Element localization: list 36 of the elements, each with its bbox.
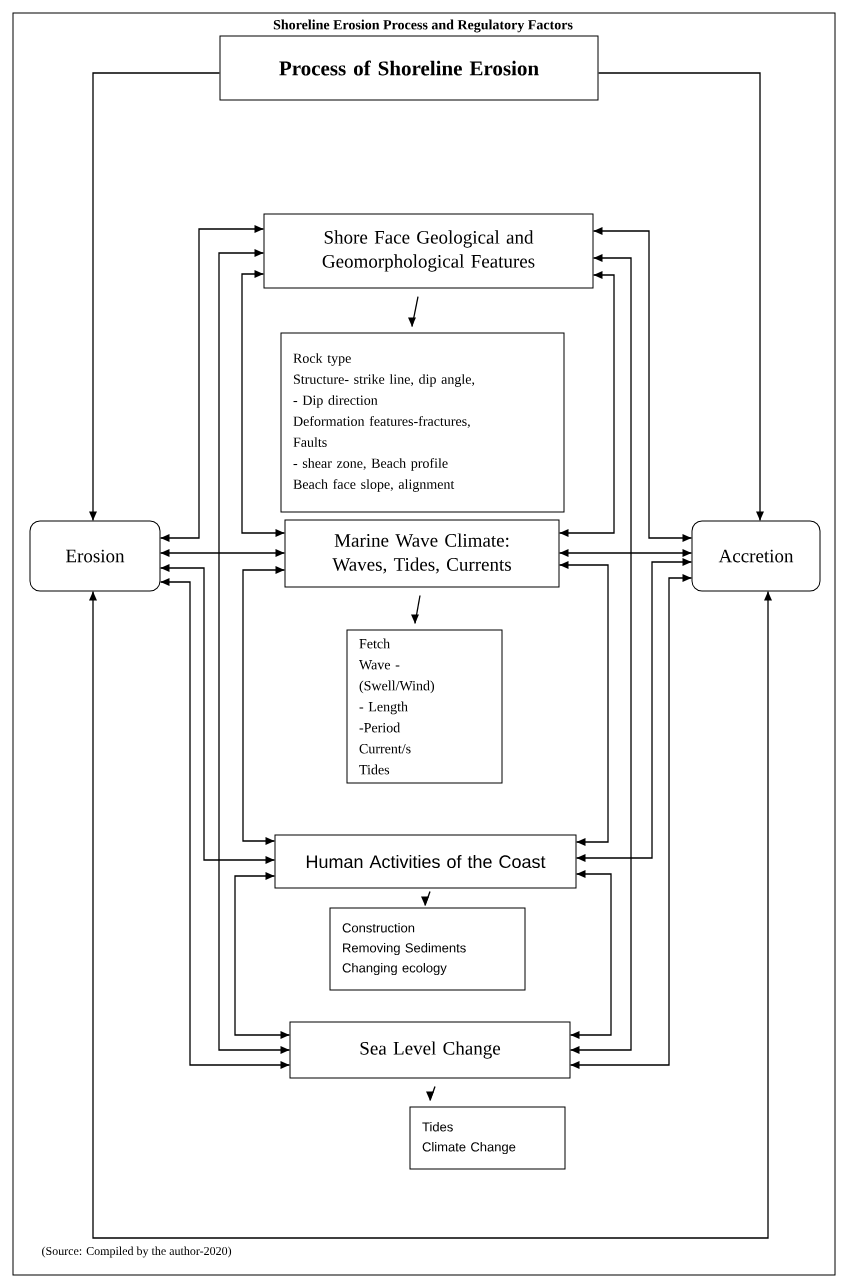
list-box: Tides Climate Change — [409, 1106, 566, 1170]
list-box: Rock type Structure- strike line, dip angle, - Dip direction Deformation features-fractures, Faults - shear zone, Beach profile Beach face slope, alignment — [280, 332, 565, 513]
process-box: Process of Shoreline Erosion — [219, 35, 599, 101]
arrow — [411, 594, 421, 625]
arrow — [592, 227, 693, 542]
caption: (Source: Compiled by the author-2020) — [42, 1246, 232, 1258]
arrow — [558, 561, 609, 846]
arrow — [159, 225, 265, 542]
arrow — [242, 566, 286, 845]
arrow — [597, 72, 764, 522]
arrow — [569, 870, 612, 1039]
process-box: Human Activities of the Coast — [274, 834, 577, 889]
process-box: Shore Face Geological and Geomorphological Features — [263, 213, 594, 289]
title: Shoreline Erosion Process and Regulatory Factors — [273, 19, 573, 33]
arrow — [159, 564, 276, 864]
arrow — [575, 558, 693, 862]
arrow — [218, 249, 291, 1054]
arrow — [234, 872, 291, 1039]
process-box: Marine Wave Climate: Waves, Tides, Currents — [284, 519, 560, 588]
arrow — [159, 549, 286, 557]
list-box: Construction Removing Sediments Changing ecology — [329, 907, 526, 991]
arrow — [89, 590, 772, 1239]
arrow — [558, 549, 693, 557]
arrow — [241, 270, 286, 537]
arrow — [159, 578, 291, 1069]
outcome-box: Accretion — [691, 520, 821, 592]
arrow — [408, 295, 419, 328]
outcome-box: Erosion — [29, 520, 161, 592]
arrow — [89, 72, 221, 522]
process-box: Sea Level Change — [289, 1021, 571, 1079]
list-box: Fetch Wave - (Swell/Wind) - Length -Period Current/s Tides — [346, 629, 503, 784]
arrow — [558, 271, 615, 537]
arrow — [569, 254, 632, 1054]
arrow — [426, 1085, 436, 1102]
arrow — [421, 890, 431, 907]
arrow — [569, 574, 693, 1069]
